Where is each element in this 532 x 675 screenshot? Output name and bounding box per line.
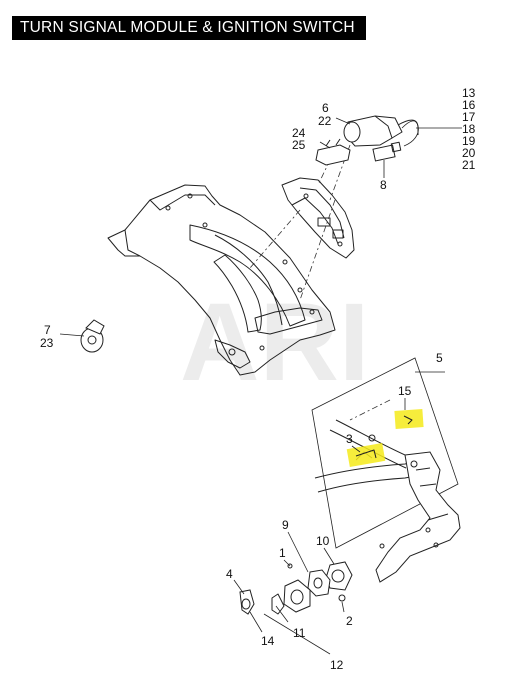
watermark: ARI bbox=[180, 281, 369, 404]
callout-19: 19 bbox=[462, 134, 476, 148]
callout-15: 15 bbox=[398, 384, 412, 398]
callout-21: 21 bbox=[462, 158, 476, 172]
callout-11: 11 bbox=[293, 626, 306, 640]
callout-3: 3 bbox=[346, 432, 353, 446]
ignition-switch-cover[interactable] bbox=[325, 561, 353, 591]
callout-2: 2 bbox=[346, 614, 353, 628]
turn-signal-module[interactable] bbox=[343, 115, 419, 147]
ignition-switch-housing[interactable] bbox=[283, 579, 311, 613]
callout-24: 24 bbox=[292, 126, 306, 140]
relay-block[interactable] bbox=[315, 138, 351, 166]
callout-17: 17 bbox=[462, 110, 476, 124]
harness-connector[interactable] bbox=[372, 141, 402, 162]
callouts: 13 16 17 18 19 20 21 6 22 24 25 8 7 23 5… bbox=[40, 86, 476, 672]
callout-14: 14 bbox=[261, 634, 275, 648]
callout-13: 13 bbox=[462, 86, 476, 100]
lock-ring[interactable] bbox=[271, 593, 285, 615]
callout-18: 18 bbox=[462, 122, 476, 136]
callout-8: 8 bbox=[380, 178, 387, 192]
callout-5: 5 bbox=[436, 351, 443, 365]
ignition-switch[interactable] bbox=[307, 569, 331, 597]
callout-9: 9 bbox=[282, 518, 289, 532]
callout-25: 25 bbox=[292, 138, 306, 152]
screw[interactable] bbox=[338, 594, 346, 602]
callout-4: 4 bbox=[226, 567, 233, 581]
callout-6: 6 bbox=[322, 101, 329, 115]
callout-12: 12 bbox=[330, 658, 344, 672]
key-switch-knob[interactable] bbox=[239, 589, 255, 615]
mounting-bracket[interactable] bbox=[107, 184, 336, 376]
grommet[interactable] bbox=[80, 319, 105, 353]
callout-20: 20 bbox=[462, 146, 476, 160]
callout-16: 16 bbox=[462, 98, 476, 112]
callout-22: 22 bbox=[318, 114, 332, 128]
module-bracket[interactable] bbox=[281, 177, 355, 259]
callout-23: 23 bbox=[40, 336, 54, 350]
callout-10: 10 bbox=[316, 534, 330, 548]
callout-7: 7 bbox=[44, 323, 51, 337]
diagram-title: TURN SIGNAL MODULE & IGNITION SWITCH bbox=[12, 16, 366, 40]
callout-1: 1 bbox=[279, 546, 286, 560]
